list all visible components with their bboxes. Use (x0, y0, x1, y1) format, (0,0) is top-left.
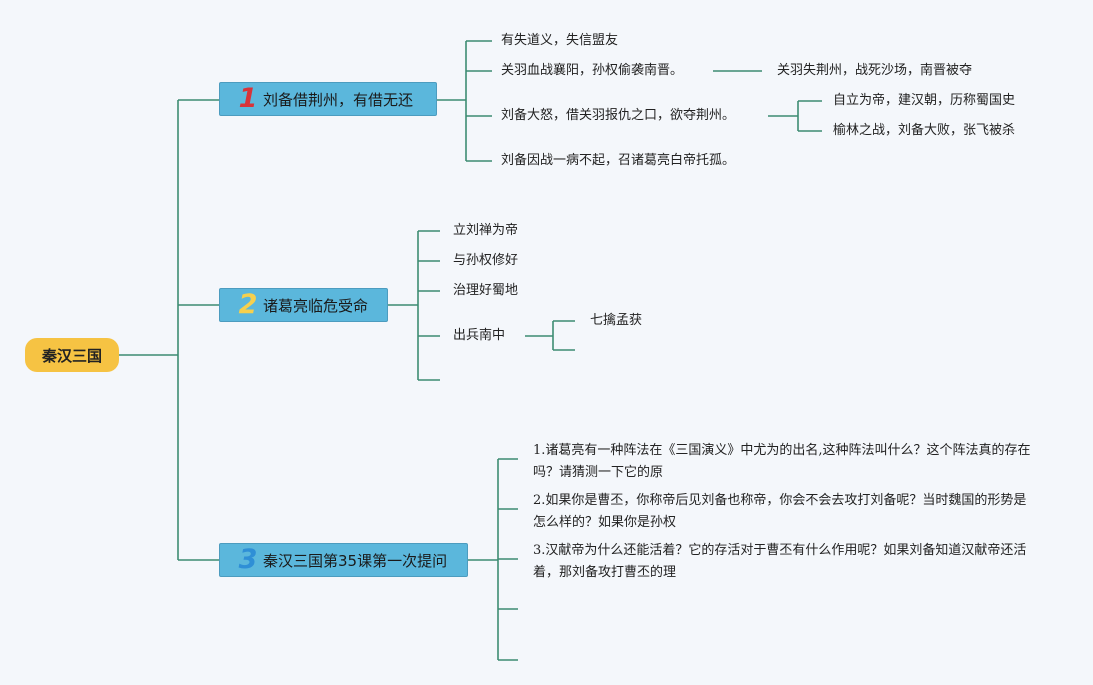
branch-label-3: 秦汉三国第35课第一次提问 (263, 551, 448, 570)
leaf-1-3[interactable]: 刘备大怒，借关羽报仇之口，欲夺荆州。 (501, 108, 736, 123)
leaf-1-2-1[interactable]: 关羽失荆州，战死沙场，南晋被夺 (777, 63, 973, 78)
branch-node-1[interactable]: 1 刘备借荆州，有借无还 (219, 82, 437, 116)
branch-number-3: 3 (238, 544, 258, 575)
branch-number-1: 1 (238, 83, 258, 114)
leaf-1-4[interactable]: 刘备因战一病不起，召诸葛亮白帝托孤。 (501, 153, 736, 168)
leaf-2-1[interactable]: 立刘禅为帝 (453, 223, 519, 238)
root-label: 秦汉三国 (41, 346, 102, 365)
leaf-1-3-1[interactable]: 自立为帝，建汉朝，历称蜀国史 (833, 93, 1016, 108)
question-2[interactable]: 2.如果你是曹丕，你称帝后见刘备也称帝，你会不会去攻打刘备呢？当时魏国的形势是怎… (533, 493, 1027, 530)
branch-node-3[interactable]: 3 秦汉三国第35课第一次提问 (219, 543, 468, 577)
leaf-1-3-2[interactable]: 榆林之战，刘备大败，张飞被杀 (833, 123, 1016, 138)
branch-label-1: 刘备借荆州，有借无还 (263, 90, 414, 109)
leaf-2-4[interactable]: 出兵南中 (453, 328, 506, 343)
leaf-2-4-1[interactable]: 七擒孟获 (590, 313, 643, 328)
leaf-1-1[interactable]: 有失道义，失信盟友 (501, 33, 619, 48)
branch-node-2[interactable]: 2 诸葛亮临危受命 (219, 288, 388, 322)
question-1[interactable]: 1.诸葛亮有一种阵法在《三国演义》中尤为的出名,这种阵法叫什么？这个阵法真的存在… (533, 443, 1031, 480)
branch-number-2: 2 (238, 289, 258, 320)
branch-label-2: 诸葛亮临危受命 (263, 296, 369, 315)
leaf-2-3[interactable]: 治理好蜀地 (453, 283, 519, 298)
leaf-1-2[interactable]: 关羽血战襄阳，孙权偷袭南晋。 (501, 63, 684, 78)
question-3[interactable]: 3.汉献帝为什么还能活着？它的存活对于曹丕有什么作用呢？如果刘备知道汉献帝还活着… (533, 543, 1027, 580)
root-node[interactable]: 秦汉三国 (25, 338, 119, 372)
leaf-2-2[interactable]: 与孙权修好 (453, 253, 519, 268)
